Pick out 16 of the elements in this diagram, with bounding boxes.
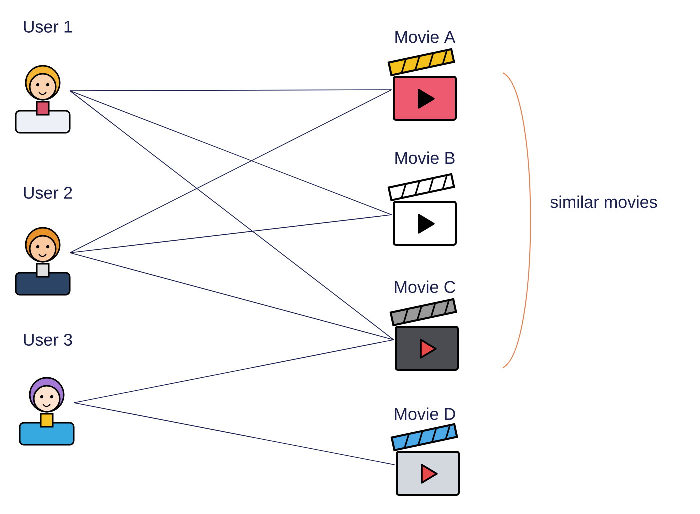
- node-title: User 1: [24, 21, 72, 33]
- node-title: User 2: [24, 186, 72, 200]
- connector-line: [74, 402, 396, 466]
- connector-line: [74, 340, 394, 404]
- node-title: Movie D: [395, 408, 456, 420]
- node-title: Movie C: [395, 280, 456, 294]
- node-title: User 3: [24, 334, 72, 346]
- connector-line: [70, 214, 392, 254]
- connector-line: [70, 252, 394, 340]
- bracket-label: similar movies: [550, 196, 658, 208]
- connector-line: [70, 90, 392, 254]
- node-title: Movie B: [396, 152, 455, 164]
- node-title: Movie A: [396, 30, 456, 44]
- connector-line: [70, 90, 392, 92]
- connector-line: [70, 90, 394, 340]
- connector-line: [70, 90, 392, 216]
